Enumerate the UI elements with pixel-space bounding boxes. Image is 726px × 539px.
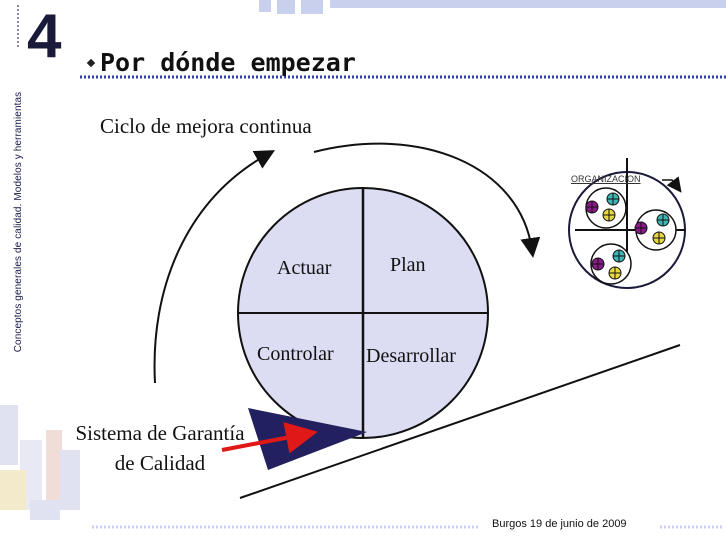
quality-system-label: Sistema de Garantía de Calidad [50, 418, 270, 478]
quadrant-desarrollar: Desarrollar [366, 345, 456, 368]
quadrant-controlar: Controlar [257, 343, 334, 366]
quadrant-actuar: Actuar [277, 257, 331, 280]
organization-label: ORGANIZACION [571, 174, 641, 184]
quality-system-line1: Sistema de Garantía [50, 418, 270, 448]
quality-system-line2: de Calidad [50, 448, 270, 478]
footer-date: Burgos 19 de junio de 2009 [492, 518, 627, 530]
quadrant-plan: Plan [390, 254, 426, 277]
